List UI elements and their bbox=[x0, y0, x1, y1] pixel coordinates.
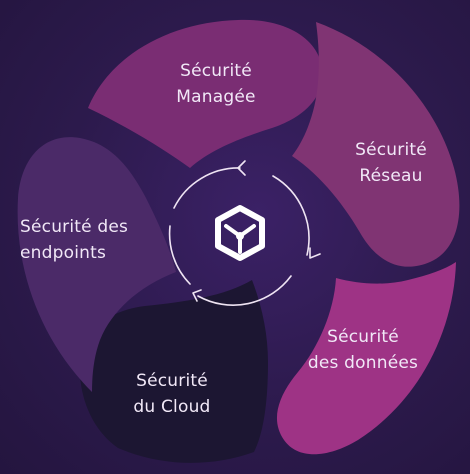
segment-network bbox=[292, 22, 460, 267]
cycle-arc-bottom bbox=[197, 275, 292, 306]
segment-cloud bbox=[79, 280, 268, 463]
segment-network-label-line1: Sécurité bbox=[355, 140, 427, 160]
cycle-arrowhead-top bbox=[237, 160, 246, 176]
segment-managed-label-line2: Managée bbox=[176, 87, 256, 107]
segment-data bbox=[276, 262, 456, 455]
segment-data-label-line1: Sécurité bbox=[327, 327, 399, 347]
segment-managed-label-line1: Sécurité bbox=[180, 61, 252, 81]
cycle-arc-top bbox=[173, 167, 241, 209]
segment-endpoints bbox=[17, 137, 176, 392]
cycle-arc-left bbox=[168, 225, 191, 285]
cycle-arc-right bbox=[272, 175, 310, 256]
cycle-arrowhead-bottom bbox=[192, 289, 202, 302]
segment-endpoints-label: Sécurité des endpoints bbox=[20, 214, 150, 266]
segment-managed-label: Sécurité Managée bbox=[156, 58, 276, 110]
segment-cloud-label-line1: Sécurité bbox=[136, 371, 208, 391]
hexagon-shield-logo-icon bbox=[215, 205, 265, 261]
segment-endpoints-label-line1: Sécurité des bbox=[20, 217, 129, 237]
segment-network-label-line2: Réseau bbox=[359, 166, 423, 186]
segment-cloud-label: Sécurité du Cloud bbox=[112, 368, 232, 420]
segment-cloud-label-line2: du Cloud bbox=[133, 397, 211, 417]
segment-data-label-line2: des données bbox=[307, 353, 419, 373]
segment-data-label: Sécurité des données bbox=[298, 324, 428, 376]
cycle-arrowhead-right bbox=[309, 247, 321, 259]
segment-managed bbox=[88, 19, 323, 168]
segment-endpoints-label-line2: endpoints bbox=[20, 243, 107, 263]
circular-arrows-icon bbox=[168, 160, 321, 306]
segment-network-label: Sécurité Réseau bbox=[336, 137, 446, 189]
